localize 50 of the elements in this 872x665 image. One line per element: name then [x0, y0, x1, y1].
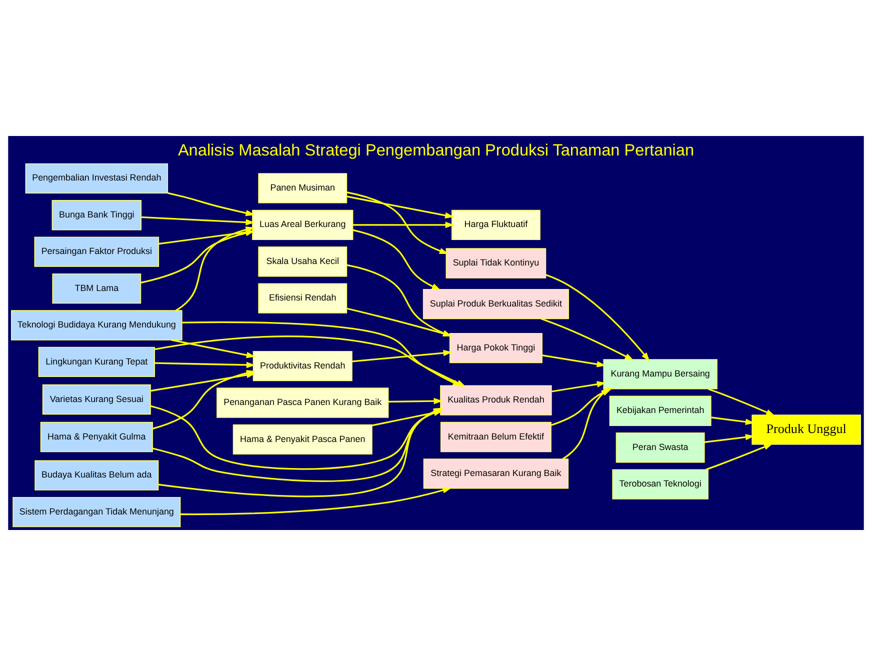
arrow	[171, 338, 256, 358]
arrow	[540, 317, 634, 360]
node-box: Suplai Produk Berkualitas Sedikit	[422, 288, 569, 319]
node-box: TBM Lama	[52, 272, 142, 304]
node-box: Peran Swasta	[616, 432, 705, 462]
node-box: Produk Unggul	[752, 414, 861, 444]
diagram-title: Analisis Masalah Strategi Pengembangan Produksi Tanaman Pertanian	[178, 141, 694, 160]
node-box: Lingkungan Kurang Tepat	[38, 346, 155, 377]
node-box: Kualitas Produk Rendah	[440, 384, 552, 415]
node-box: Sistem Perdagangan Tidak Menunjang	[12, 496, 181, 527]
arrow	[562, 386, 610, 460]
node-box: Skala Usaha Kecil	[258, 246, 348, 276]
arrow	[705, 442, 773, 470]
arrow	[352, 221, 454, 228]
arrow	[708, 388, 776, 416]
node-box: Panen Musiman	[258, 172, 348, 203]
arrow	[352, 228, 441, 290]
arrow	[180, 486, 452, 515]
node-box: Bunga Bank Tinggi	[52, 200, 142, 230]
arrow	[154, 361, 256, 368]
arrow	[352, 349, 452, 362]
node-box: Hama & Penyakit Gulma	[40, 421, 153, 452]
node-box: Hama & Penyakit Pasca Panen	[232, 424, 372, 454]
node-box: Penanganan Pasca Panen Kurang Baik	[216, 387, 389, 418]
arrow	[546, 274, 650, 361]
arrow	[141, 216, 255, 225]
arrow	[346, 190, 448, 254]
node-box: Persaingan Faktor Produksi	[34, 236, 160, 266]
node-box: Efisiensi Rendah	[258, 282, 348, 313]
node-box: Varietas Kurang Sesuai	[42, 384, 151, 414]
node-box: Teknologi Budidaya Kurang Mendukung	[11, 310, 182, 340]
node-box: Strategi Pemasaran Kurang Baik	[423, 458, 569, 488]
node-box: Pengembalian Investasi Rendah	[25, 162, 168, 193]
arrow	[711, 416, 755, 424]
node-box: Luas Areal Berkurang	[252, 209, 354, 240]
node-box: Kemitraan Belum Efektif	[440, 421, 552, 452]
arrow	[704, 434, 754, 443]
node-box: Kurang Mampu Bersaing	[603, 358, 718, 389]
node-box: Terobosan Teknologi	[612, 468, 708, 499]
arrow	[552, 380, 606, 392]
arrow	[388, 397, 443, 404]
node-box: Harga Fluktuatif	[452, 209, 540, 240]
node-box: Suplai Tidak Kontinyu	[446, 248, 546, 278]
node-box: Produktivitas Rendah	[252, 350, 352, 381]
arrow	[168, 192, 255, 216]
node-box: Budaya Kualitas Belum ada	[34, 460, 159, 490]
node-box: Harga Pokok Tinggi	[449, 332, 542, 363]
arrow	[542, 354, 606, 367]
arrow	[346, 195, 454, 218]
node-box: Kebijakan Pemerintah	[609, 395, 712, 426]
